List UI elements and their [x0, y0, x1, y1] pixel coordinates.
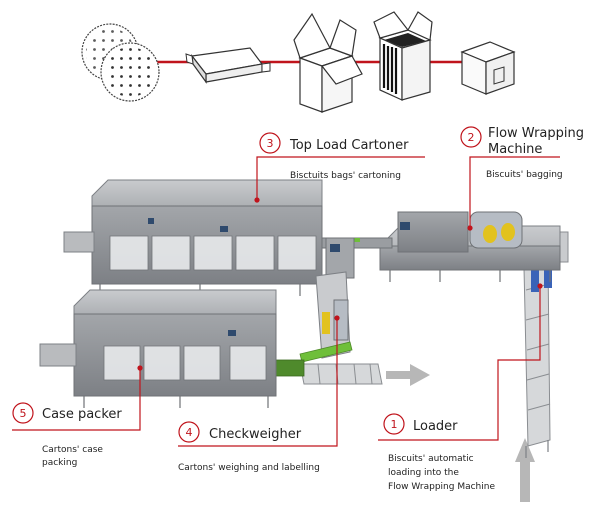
- station-1-description-line-1: Biscuits' automatic: [388, 454, 474, 464]
- station-3-title: Top Load Cartoner: [289, 138, 409, 153]
- case-packer: [39, 289, 277, 408]
- station-4-number-badge: [178, 421, 200, 443]
- leader-5: [12, 368, 141, 431]
- station-2-description: Biscuits' bagging: [486, 170, 563, 180]
- station-1-number: 1: [391, 418, 398, 431]
- station-3-description: Bisctuits bags' cartoning: [290, 171, 401, 181]
- station-2-title-line-2: Machine: [488, 142, 542, 157]
- leader-4: [178, 318, 338, 447]
- station-4-title: Checkweigher: [209, 427, 302, 442]
- station-1-callout: 1 Loader Biscuits' automatic loading int…: [383, 413, 495, 492]
- station-5-number: 5: [20, 407, 27, 420]
- station-2-callout: 2 Flow Wrapping Machine Biscuits' baggin…: [460, 126, 584, 180]
- leader-3: [256, 156, 425, 200]
- flow-wrapped-bag-icon: [185, 47, 271, 84]
- station-4-description: Cartons' weighing and labelling: [178, 463, 320, 473]
- filled-carton-icon: [373, 11, 433, 101]
- station-3-callout: 3 Top Load Cartoner Bisctuits bags' cart…: [259, 132, 409, 181]
- biscuits-icon: [81, 23, 160, 102]
- station-4-number: 4: [186, 426, 193, 439]
- exit-flow-arrow: [386, 364, 430, 386]
- station-1-description-line-3: Flow Wrapping Machine: [388, 482, 495, 492]
- station-2-title-line-1: Flow Wrapping: [488, 126, 584, 141]
- leader-1: [378, 286, 541, 441]
- station-5-callout: 5 Case packer Cartons' case packing: [12, 402, 122, 468]
- station-2-number-badge: [460, 126, 482, 148]
- station-1-number-badge: [383, 413, 405, 435]
- process-strip: [81, 11, 516, 113]
- station-1-title: Loader: [413, 419, 458, 434]
- callout-leaders: [12, 156, 560, 447]
- station-5-title: Case packer: [42, 407, 122, 422]
- station-5-description-line-2: packing: [42, 458, 77, 468]
- station-3-number-badge: [259, 132, 281, 154]
- exit-conveyor: [269, 359, 383, 385]
- leader-2: [469, 156, 560, 228]
- closed-case-icon: [460, 41, 516, 95]
- transfer-conveyor: [321, 237, 393, 279]
- checkweigher: [299, 271, 353, 363]
- station-5-description-line-1: Cartons' case: [42, 445, 103, 455]
- station-3-number: 3: [267, 137, 274, 150]
- station-2-number: 2: [468, 131, 475, 144]
- flow-wrapping-machine: [379, 211, 561, 282]
- station-1-description-line-2: loading into the: [388, 468, 459, 478]
- top-load-cartoner: [63, 179, 323, 296]
- infeed-flow-arrow: [515, 438, 535, 502]
- station-4-callout: 4 Checkweigher Cartons' weighing and lab…: [178, 421, 320, 473]
- station-5-number-badge: [12, 402, 34, 424]
- open-carton-icon: [293, 12, 363, 113]
- machine-layout: [39, 179, 569, 502]
